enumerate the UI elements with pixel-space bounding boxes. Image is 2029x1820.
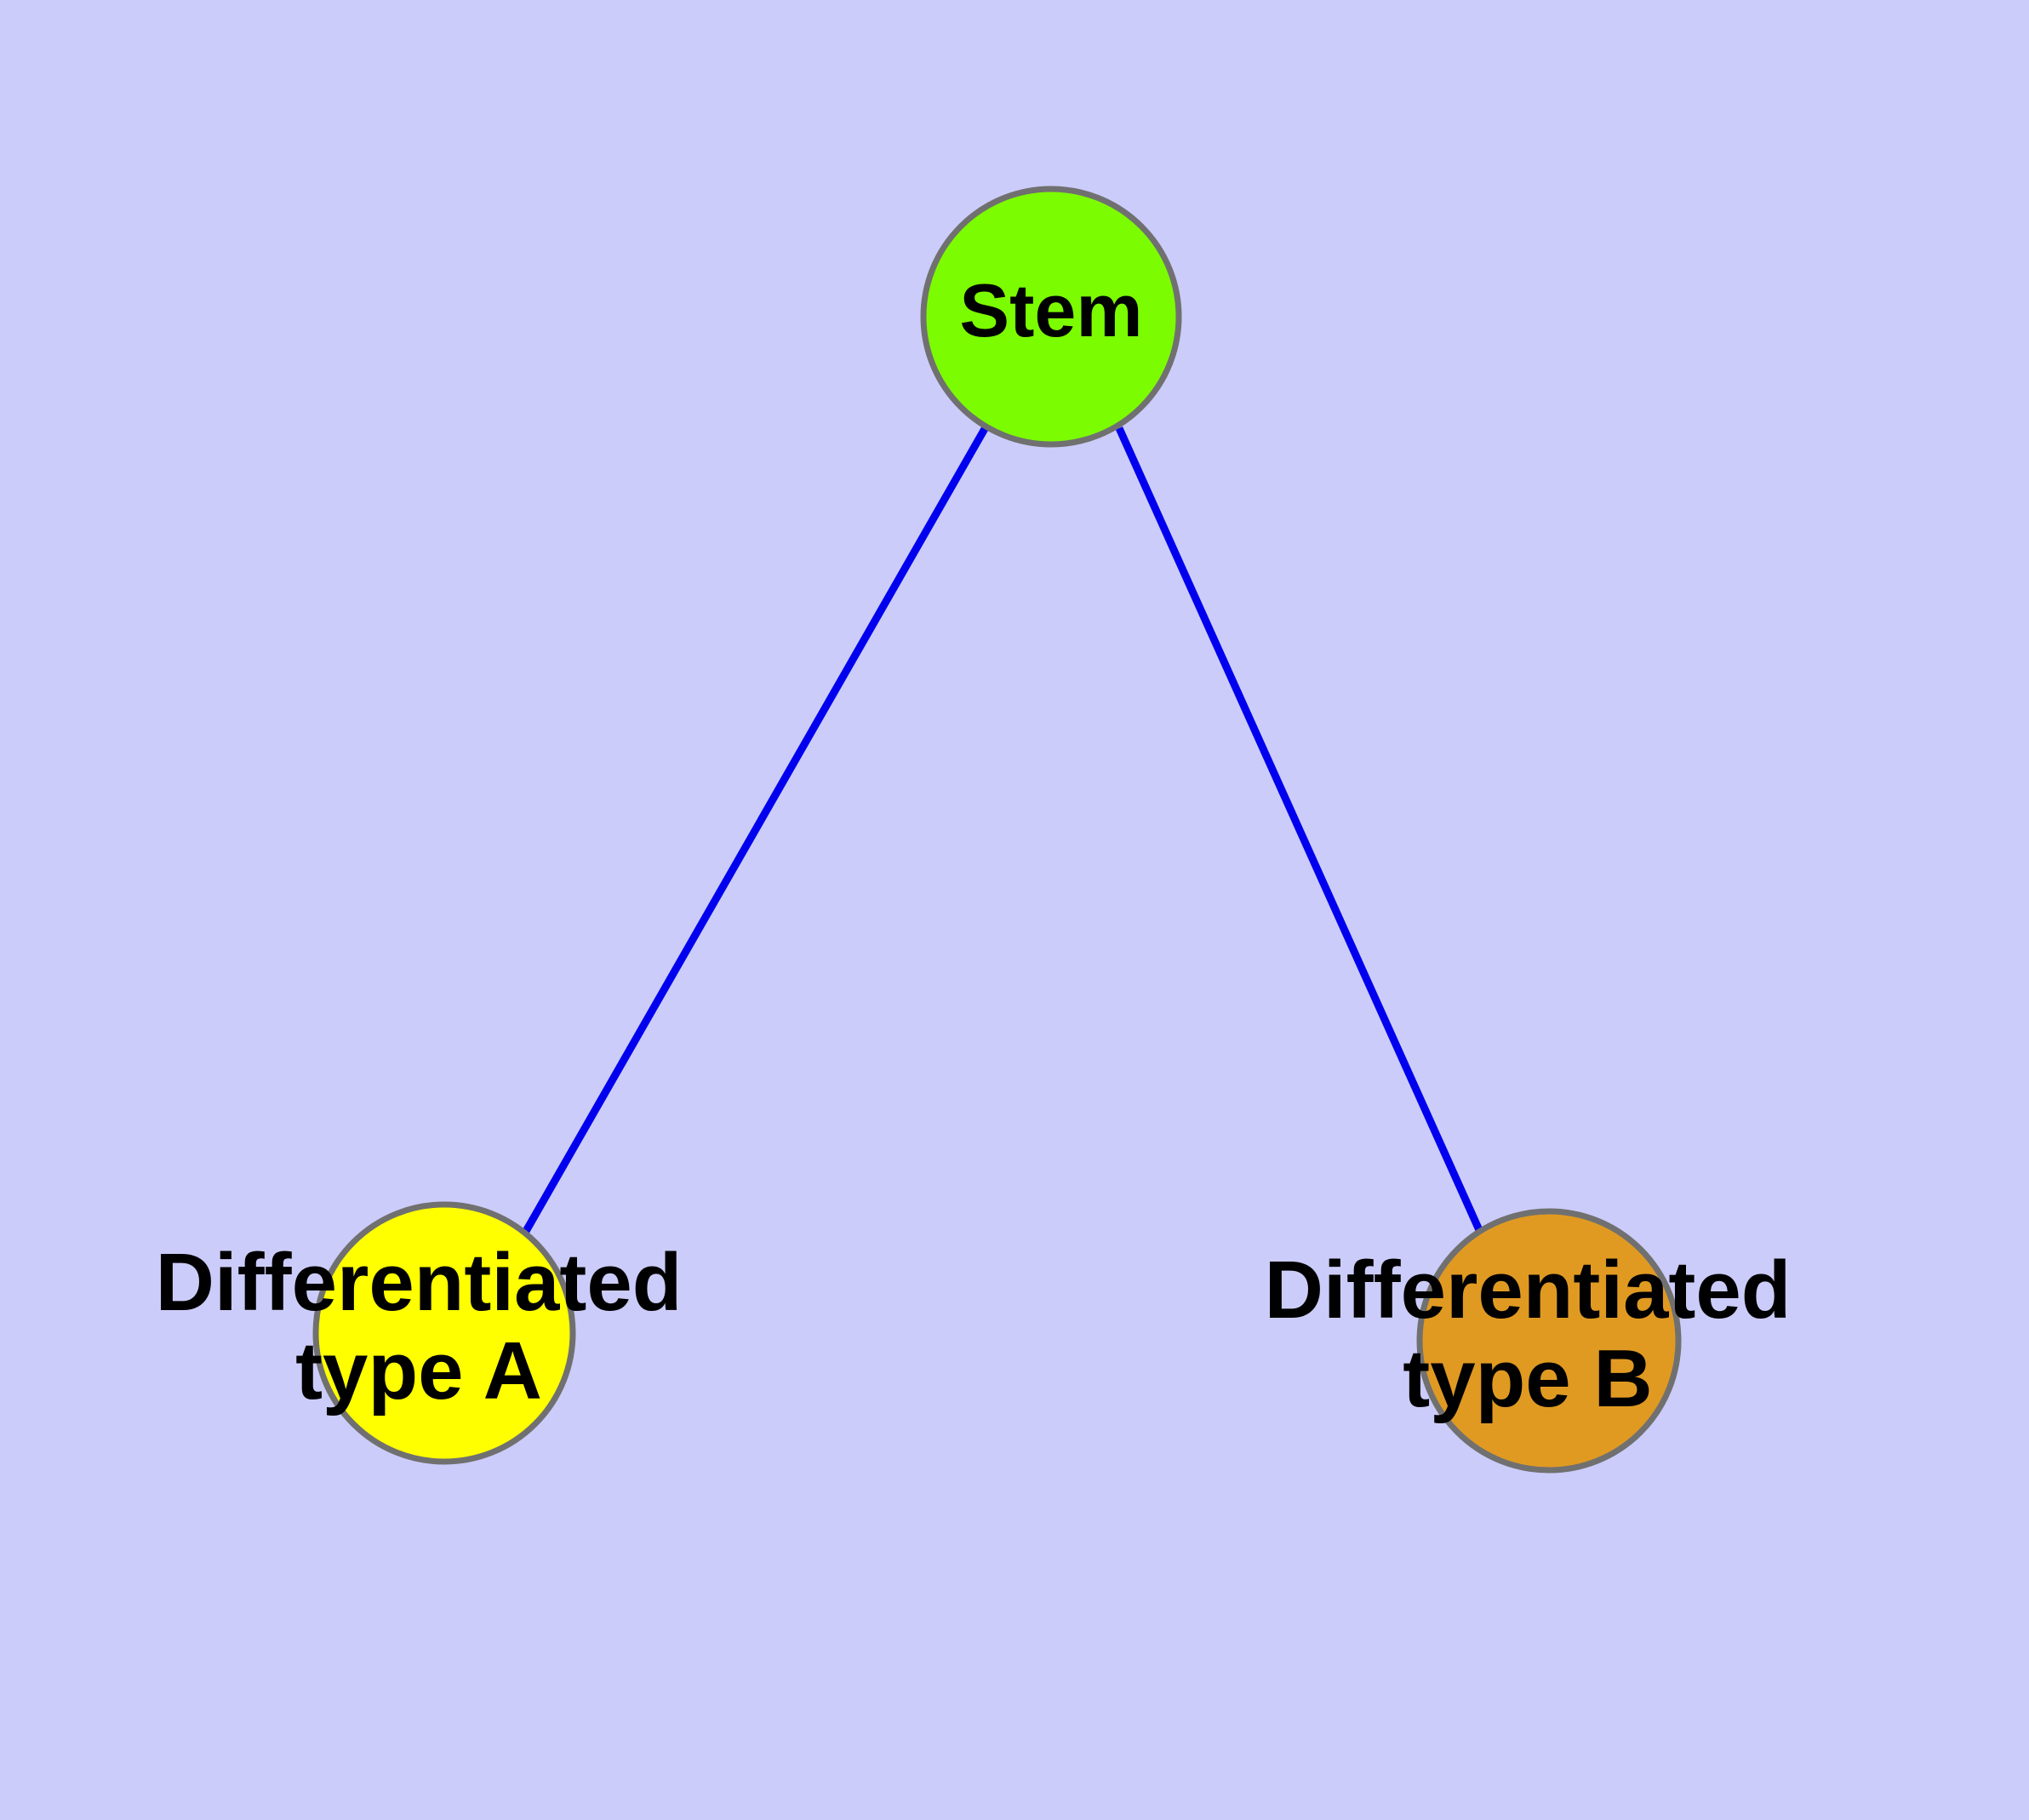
node-stem[interactable] bbox=[920, 186, 1182, 448]
edge-stem-to-diff-a[interactable] bbox=[522, 425, 989, 1235]
edge-stem-to-diff-b[interactable] bbox=[1115, 426, 1483, 1232]
node-label-line: Stem bbox=[959, 268, 1142, 352]
node-circle-diff_b[interactable] bbox=[1416, 1208, 1682, 1474]
node-diff_b[interactable] bbox=[1416, 1208, 1682, 1474]
edges-group bbox=[522, 425, 1483, 1235]
node-circle-stem[interactable] bbox=[920, 186, 1182, 448]
node-label-line: Differentiated bbox=[156, 1238, 683, 1329]
node-label-stem: Stem bbox=[959, 268, 1142, 352]
node-diff_a[interactable] bbox=[312, 1201, 576, 1465]
node-label-line: Differentiated bbox=[1265, 1245, 1792, 1336]
node-label-line: type B bbox=[1403, 1333, 1652, 1424]
node-circle-diff_a[interactable] bbox=[312, 1201, 576, 1465]
node-label-line: type A bbox=[295, 1325, 542, 1417]
